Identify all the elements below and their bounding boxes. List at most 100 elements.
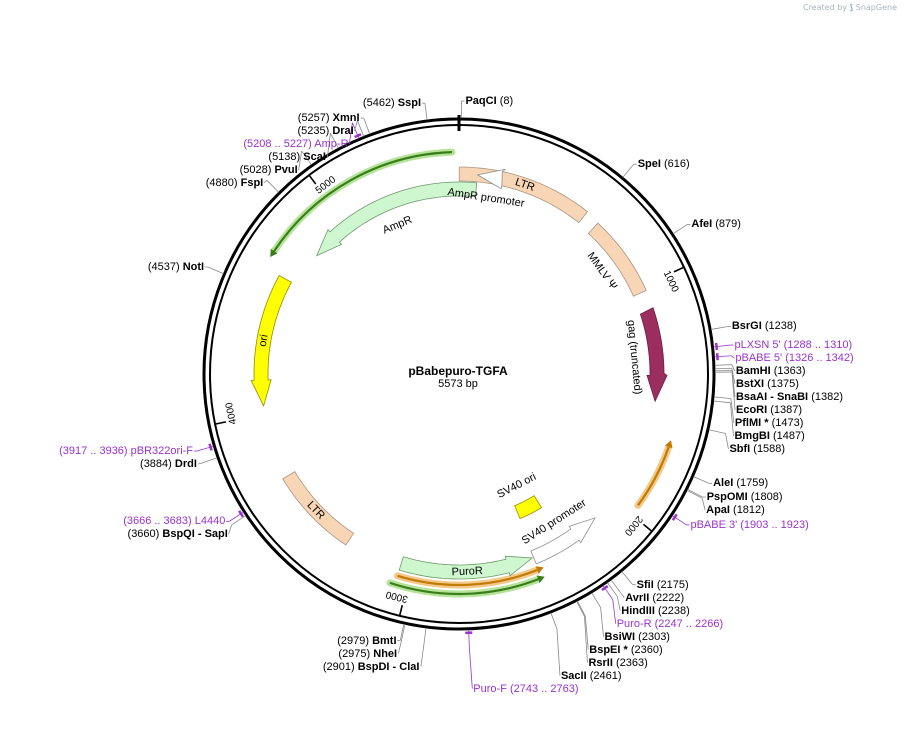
site-label-bmti: (2979) BmtI [337,635,396,648]
site-leader-drai [357,120,365,137]
site-leader-afei [672,224,688,235]
site-leader-drdi [200,457,218,464]
site-position-noti: (4537) [147,260,180,273]
site-name-ecori: EcoRI [735,404,768,417]
site-name-bamhi: BamHI [735,365,771,378]
feature-label-ltr-0: LTR [513,176,536,194]
primer-leader-plxsn-5 [713,344,731,348]
site-name-bstxi: BstXI [735,378,765,391]
site-name-pspomi: PspOMI [706,491,748,504]
site-label-avrii: AvrII (2222) [625,592,684,605]
primer-leader-amp-r [351,122,360,139]
feature-gag-truncated-2 [639,307,668,403]
tick-4000 [214,421,227,425]
site-position-sbfi: (1588) [753,443,786,456]
primer-position-pbabe-3: (1903 .. 1923) [740,518,809,531]
primer-label-pbr322ori-f: (3917 .. 3936) pBR322ori-F [59,445,193,458]
site-label-sacii: SacII (2461) [561,670,622,683]
site-leader-bspqi [231,515,246,526]
tick-1000 [673,266,685,273]
site-name-bsrgi: BsrGI [731,320,762,333]
label-connector-site-label-sacii [556,628,561,676]
site-position-drdi: (3884) [140,458,172,471]
site-name-spei: SpeI [637,158,661,171]
primer-leader-pbabe-5 [714,355,732,358]
snapgene-logo-icon: ⟆ [849,3,854,12]
plasmid-center-label: pBabepuro-TGFA 5573 bp [358,364,558,391]
orf-head-2 [536,575,545,583]
site-name-rsrii: RsrII [588,656,613,669]
site-name-fspi: FspI [240,177,264,190]
site-label-fspi: (4880) FspI [206,177,263,190]
primer-name-pbabe-5: pBABE 5' [735,352,783,365]
primer-position-pbr322ori-f: (3917 .. 3936) [59,445,128,458]
site-position-sspi: (5462) [362,97,395,110]
label-connector-site-label-apai [701,498,706,511]
feature-ltr-6 [282,471,355,546]
site-label-alei: AleI (1759) [713,477,768,490]
site-leader-bspei [577,600,586,617]
site-label-pspomi: PspOMI (1808) [707,491,783,504]
site-leader-bmgbi [713,400,731,404]
primer-position-puro-f: (2743 .. 2763) [509,682,579,695]
site-leader-pflmi [713,396,731,399]
primer-position-plxsn-5: (1288 .. 1310) [783,339,853,352]
site-leader-pspomi [687,489,703,498]
label-connector-site-label-sbfi [725,433,729,450]
label-connector-site-label-nhei [398,640,402,654]
site-position-bspei: (2360) [630,643,663,656]
site-name-bsiwi: BsiWI [604,630,636,643]
site-position-bsiwi: (2303) [638,630,670,643]
site-position-drai: (5235) [297,125,330,138]
site-name-bsaai: BsaAI [735,391,768,404]
site-label-noti: (4537) NotI [148,261,204,274]
site-name-drai: DraI [332,125,354,138]
label-connector-site-label-pflmi [730,398,735,424]
site-position-xmni: (5257) [297,112,330,125]
site-position-bsaai: (1382) [811,391,843,404]
brand-created-by: Created by [802,3,847,12]
plasmid-size: 5573 bp [438,378,478,390]
orf-head-1 [535,566,544,574]
site-name-alei: AleI [713,477,734,490]
primer-label-pbabe-3: pBABE 3' (1903 .. 1923) [690,519,808,532]
site-name-afei: AfeI [691,218,713,231]
label-connector-site-label-fspi [263,179,268,184]
site-leader-sacii [550,612,558,629]
site-position-ecori: (1387) [770,404,803,417]
site-name-drdi: DrdI [174,458,197,471]
primer-name-pbr322ori-f: pBR322ori-F [130,445,194,458]
site-label-drai: (5235) DraI [297,125,353,138]
site-leader-scai [330,132,339,149]
site-position-spei: (616) [664,158,690,171]
feature-arcs [250,166,668,580]
primer-name-puro-r: Puro-R [616,617,652,630]
site-leader-xmni [363,118,371,135]
site-position-bamhi: (1363) [773,365,806,378]
site-leader-noti [207,266,224,275]
orf-head-3 [270,248,278,257]
site-name-avrii: AvrII [625,591,650,604]
site-leader-bsiwi [591,592,601,608]
label-connector-primer-label-amp-r [348,122,353,145]
site-label-bsrgi: BsrGI (1238) [732,320,797,333]
primer-name-pbabe-3: pBABE 3' [690,518,738,531]
primer-leader-puro-f [468,629,470,647]
site-position-bspqi: (3660) [127,528,160,541]
primer-label-amp-r: (5208 .. 5227) Amp-R [243,138,348,151]
label-connector-site-label-avrii [620,593,625,598]
site-label-apai: ApaI (1812) [706,504,765,517]
label-connector-site-label-drdi [197,462,202,465]
site-label-bstxi: BstXI (1375) [736,378,799,391]
site-leader-nhei [401,624,406,641]
feature-label-sv40-ori-4: SV40 ori [495,471,538,501]
orf-line-0 [637,446,670,507]
label-connector-site-label-bspdi [420,644,425,667]
site-leader-alei [693,476,710,484]
site-label-spei: SpeI (616) [638,158,690,171]
label-connector-primer-label-puro-r [612,599,617,624]
site-name-apai: ApaI [706,504,730,517]
site-label-paqci: PaqCI (8) [465,95,513,108]
site-leader-sfii [621,571,633,585]
